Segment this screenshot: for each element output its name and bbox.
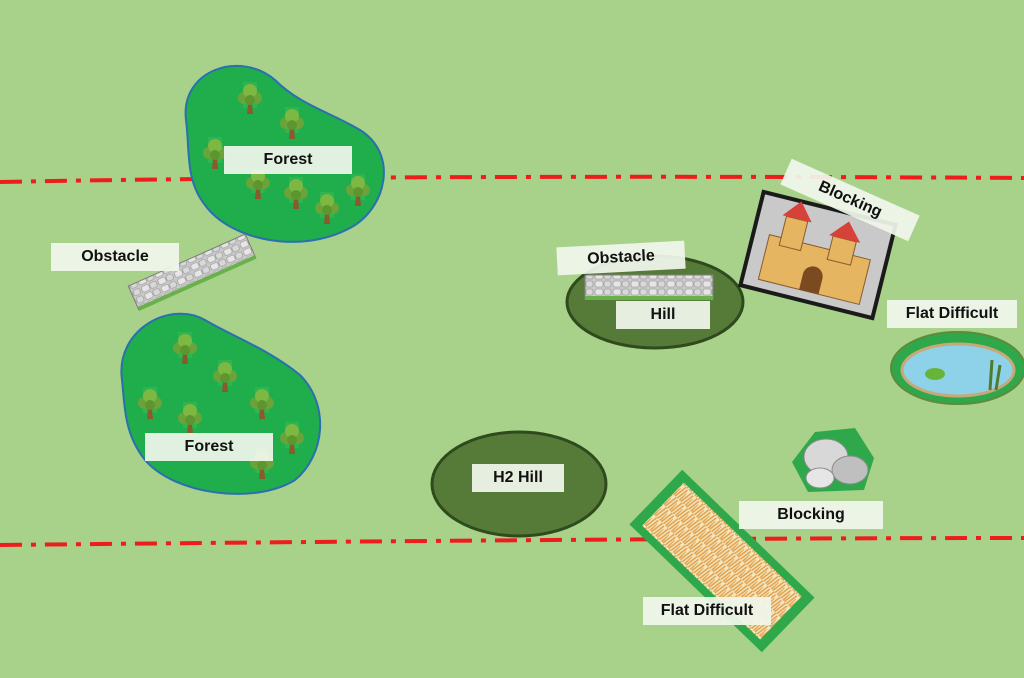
h2-hill-label: H2 Hill [472,464,564,492]
reed-icon [988,359,1002,391]
deployment-line-bottom [0,536,1024,547]
blocking-rocks[interactable] [792,428,874,492]
frog-icon [925,368,945,380]
flat-difficult-pond-label: Flat Difficult [887,300,1017,328]
forest-top-label: Forest [224,146,352,174]
forest-bottom-label: Forest [145,433,273,461]
forest-bottom[interactable] [120,312,321,495]
hill-label: Hill [616,301,710,329]
blocking-rocks-label: Blocking [739,501,883,529]
obstacle-wall-on-hill [584,274,714,300]
blocking-castle[interactable] [737,189,899,321]
obstacle-wall-label: Obstacle [51,243,179,271]
obstacle-wall[interactable] [127,233,257,311]
deployment-line-top [0,174,1024,184]
flat-difficult-field-label: Flat Difficult [643,597,771,625]
pond-flat-difficult[interactable] [890,331,1024,405]
